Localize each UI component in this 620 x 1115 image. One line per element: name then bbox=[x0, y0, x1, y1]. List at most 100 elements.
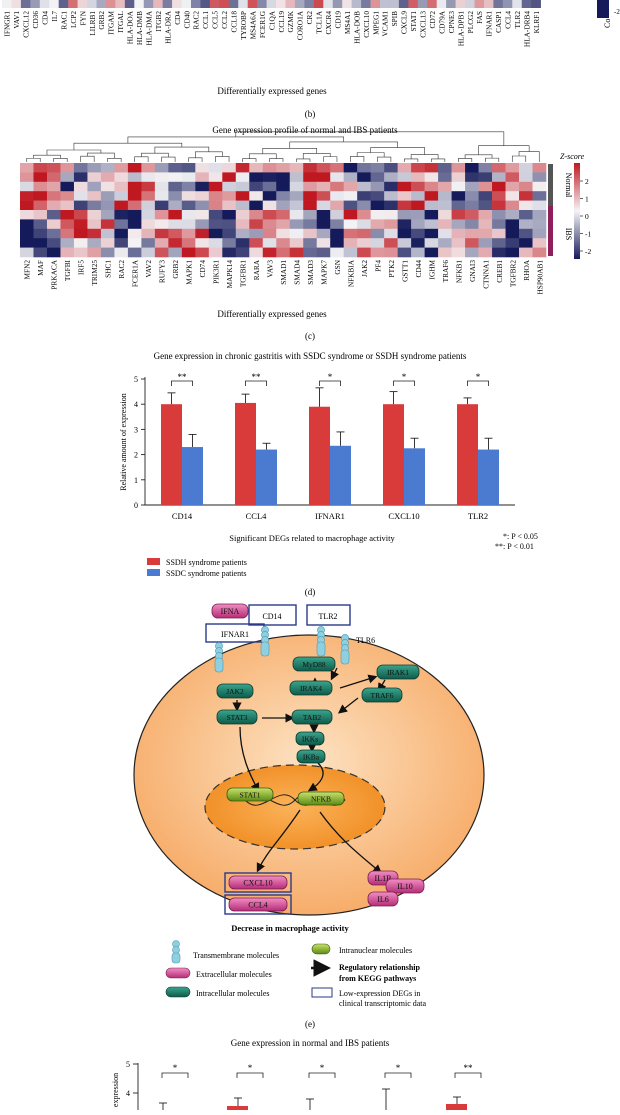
heatmap-c-cell bbox=[411, 163, 425, 173]
node-irak1-label: IRAK1 bbox=[387, 668, 409, 677]
gene-label: SMAD1 bbox=[279, 260, 288, 285]
gene-label: CCL18 bbox=[230, 11, 239, 33]
heatmap-b-cell bbox=[502, 0, 513, 8]
heatmap-c-cell bbox=[235, 210, 250, 220]
gene-label: MS4A6A bbox=[248, 10, 257, 39]
heatmap-c-cell bbox=[87, 163, 102, 173]
significance-star: * bbox=[476, 372, 481, 382]
heatmap-c-cell bbox=[370, 210, 385, 220]
heatmap-c-cell bbox=[87, 247, 102, 258]
receptor-box-cd14 bbox=[248, 604, 297, 626]
heatmap-c-cell bbox=[33, 191, 48, 201]
heatmap-b-cell bbox=[332, 0, 343, 8]
heatmap-b-cell bbox=[389, 0, 400, 8]
heatmap-b-cell bbox=[153, 0, 163, 8]
heatmap-c-dendrogram bbox=[26, 131, 540, 162]
heatmap-c-cell bbox=[20, 191, 34, 201]
heatmap-c-cell bbox=[465, 238, 479, 248]
gene-label: RHOA bbox=[522, 259, 531, 280]
heatmap-b-cell bbox=[191, 0, 201, 8]
legend-extracellular-text: Extracellular molecules bbox=[196, 970, 272, 979]
heatmap-c-cell bbox=[465, 200, 479, 211]
heatmap-c-cell bbox=[181, 247, 196, 258]
heatmap-c-cell bbox=[411, 181, 425, 192]
heatmap-c-cell bbox=[154, 219, 169, 230]
arrow-tlr6-myd88 bbox=[330, 667, 339, 681]
heatmap-c-cell bbox=[532, 172, 547, 183]
heatmap-c-cell bbox=[276, 210, 291, 220]
heatmap-b-cell bbox=[257, 0, 267, 8]
gene-label: CASP1 bbox=[494, 11, 503, 33]
heatmap-c-cell bbox=[46, 200, 61, 211]
zscore-color-bar bbox=[574, 163, 580, 259]
dendrogram-branch bbox=[73, 142, 183, 150]
gene-label: CXCL10 bbox=[362, 11, 371, 38]
heatmap-c-cell bbox=[154, 247, 169, 258]
heatmap-c-cell bbox=[235, 172, 250, 183]
heatmap-c-cell bbox=[330, 210, 344, 220]
dendrogram-branch bbox=[518, 151, 540, 162]
gene-label: VAV2 bbox=[144, 260, 153, 278]
heatmap-c-cell bbox=[100, 238, 115, 248]
gene-label: CXCL12 bbox=[22, 11, 31, 38]
heatmap-c-cell bbox=[100, 228, 115, 239]
gene-label: GSTT1 bbox=[400, 260, 409, 282]
legend-transmembrane-text: Transmembrane molecules bbox=[193, 951, 279, 960]
heatmap-c-cell bbox=[195, 200, 210, 211]
heatmap-c-cell bbox=[249, 228, 264, 239]
gene-label: HLA-DMB bbox=[135, 11, 144, 45]
zscore-tick-label: 1 bbox=[585, 195, 589, 204]
heatmap-c-cell bbox=[424, 181, 439, 192]
heatmap-c-cell bbox=[276, 200, 291, 211]
heatmap-c-cell bbox=[73, 181, 88, 192]
heatmap-c-cell bbox=[532, 163, 547, 173]
heatmap-c-cell bbox=[208, 163, 223, 173]
heatmap-c-cell bbox=[33, 163, 48, 173]
heatmap-c-cell bbox=[33, 200, 48, 211]
gene-label: PRKACA bbox=[50, 259, 59, 289]
heatmap-c-cell bbox=[20, 163, 34, 173]
node-irak4: IRAK4 bbox=[289, 680, 333, 696]
heatmap-c-cell bbox=[127, 191, 142, 201]
significance-star: * bbox=[402, 372, 407, 382]
heatmap-c-cell bbox=[370, 228, 385, 239]
heatmap-c-cell bbox=[222, 210, 237, 220]
node-ccl4: CCL4 bbox=[228, 897, 288, 912]
heatmap-c-cell bbox=[262, 219, 277, 230]
heatmap-c-cell bbox=[114, 200, 129, 211]
transmembrane-stem bbox=[260, 641, 270, 657]
legend-intracellular-icon bbox=[165, 986, 191, 998]
heatmap-c-cell bbox=[262, 228, 277, 239]
heatmap-c-cell bbox=[357, 238, 371, 248]
significance-note-p01: **: P < 0.01 bbox=[495, 542, 534, 551]
heatmap-c-cell bbox=[397, 181, 412, 192]
node-stat3-shape bbox=[216, 709, 258, 725]
heatmap-c-cell bbox=[46, 181, 61, 192]
heatmap-c-cell bbox=[289, 228, 304, 239]
heatmap-c-cell bbox=[114, 210, 129, 220]
heatmap-c-cell bbox=[249, 210, 264, 220]
legend-color-swatch bbox=[597, 0, 609, 18]
heatmap-c-cell bbox=[141, 191, 156, 201]
gene-label: CD4 bbox=[41, 11, 50, 25]
heatmap-c-cell bbox=[276, 181, 291, 192]
dendrogram-branch bbox=[134, 156, 149, 162]
heatmap-c-cell bbox=[303, 238, 318, 248]
heatmap-c-cell bbox=[478, 210, 493, 220]
heatmap-c-cell bbox=[438, 210, 452, 220]
x-tick-label: TLR2 bbox=[468, 511, 488, 521]
heatmap-c-cell bbox=[316, 228, 331, 239]
heatmap-c-cell bbox=[303, 228, 318, 239]
pathway-legend: Transmembrane molecules Extracellular mo… bbox=[165, 940, 427, 1008]
significance-star: * bbox=[396, 1063, 401, 1073]
heatmap-c-cell bbox=[451, 200, 466, 211]
heatmap-c-cell bbox=[249, 219, 264, 230]
heatmap-b-cell bbox=[77, 0, 88, 8]
heatmap-c-cell bbox=[397, 200, 412, 211]
heatmap-c-cell bbox=[451, 172, 466, 183]
heatmap-c-cell bbox=[384, 181, 398, 192]
heatmap-c-cell bbox=[195, 191, 210, 201]
significance-star: ** bbox=[464, 1063, 474, 1073]
